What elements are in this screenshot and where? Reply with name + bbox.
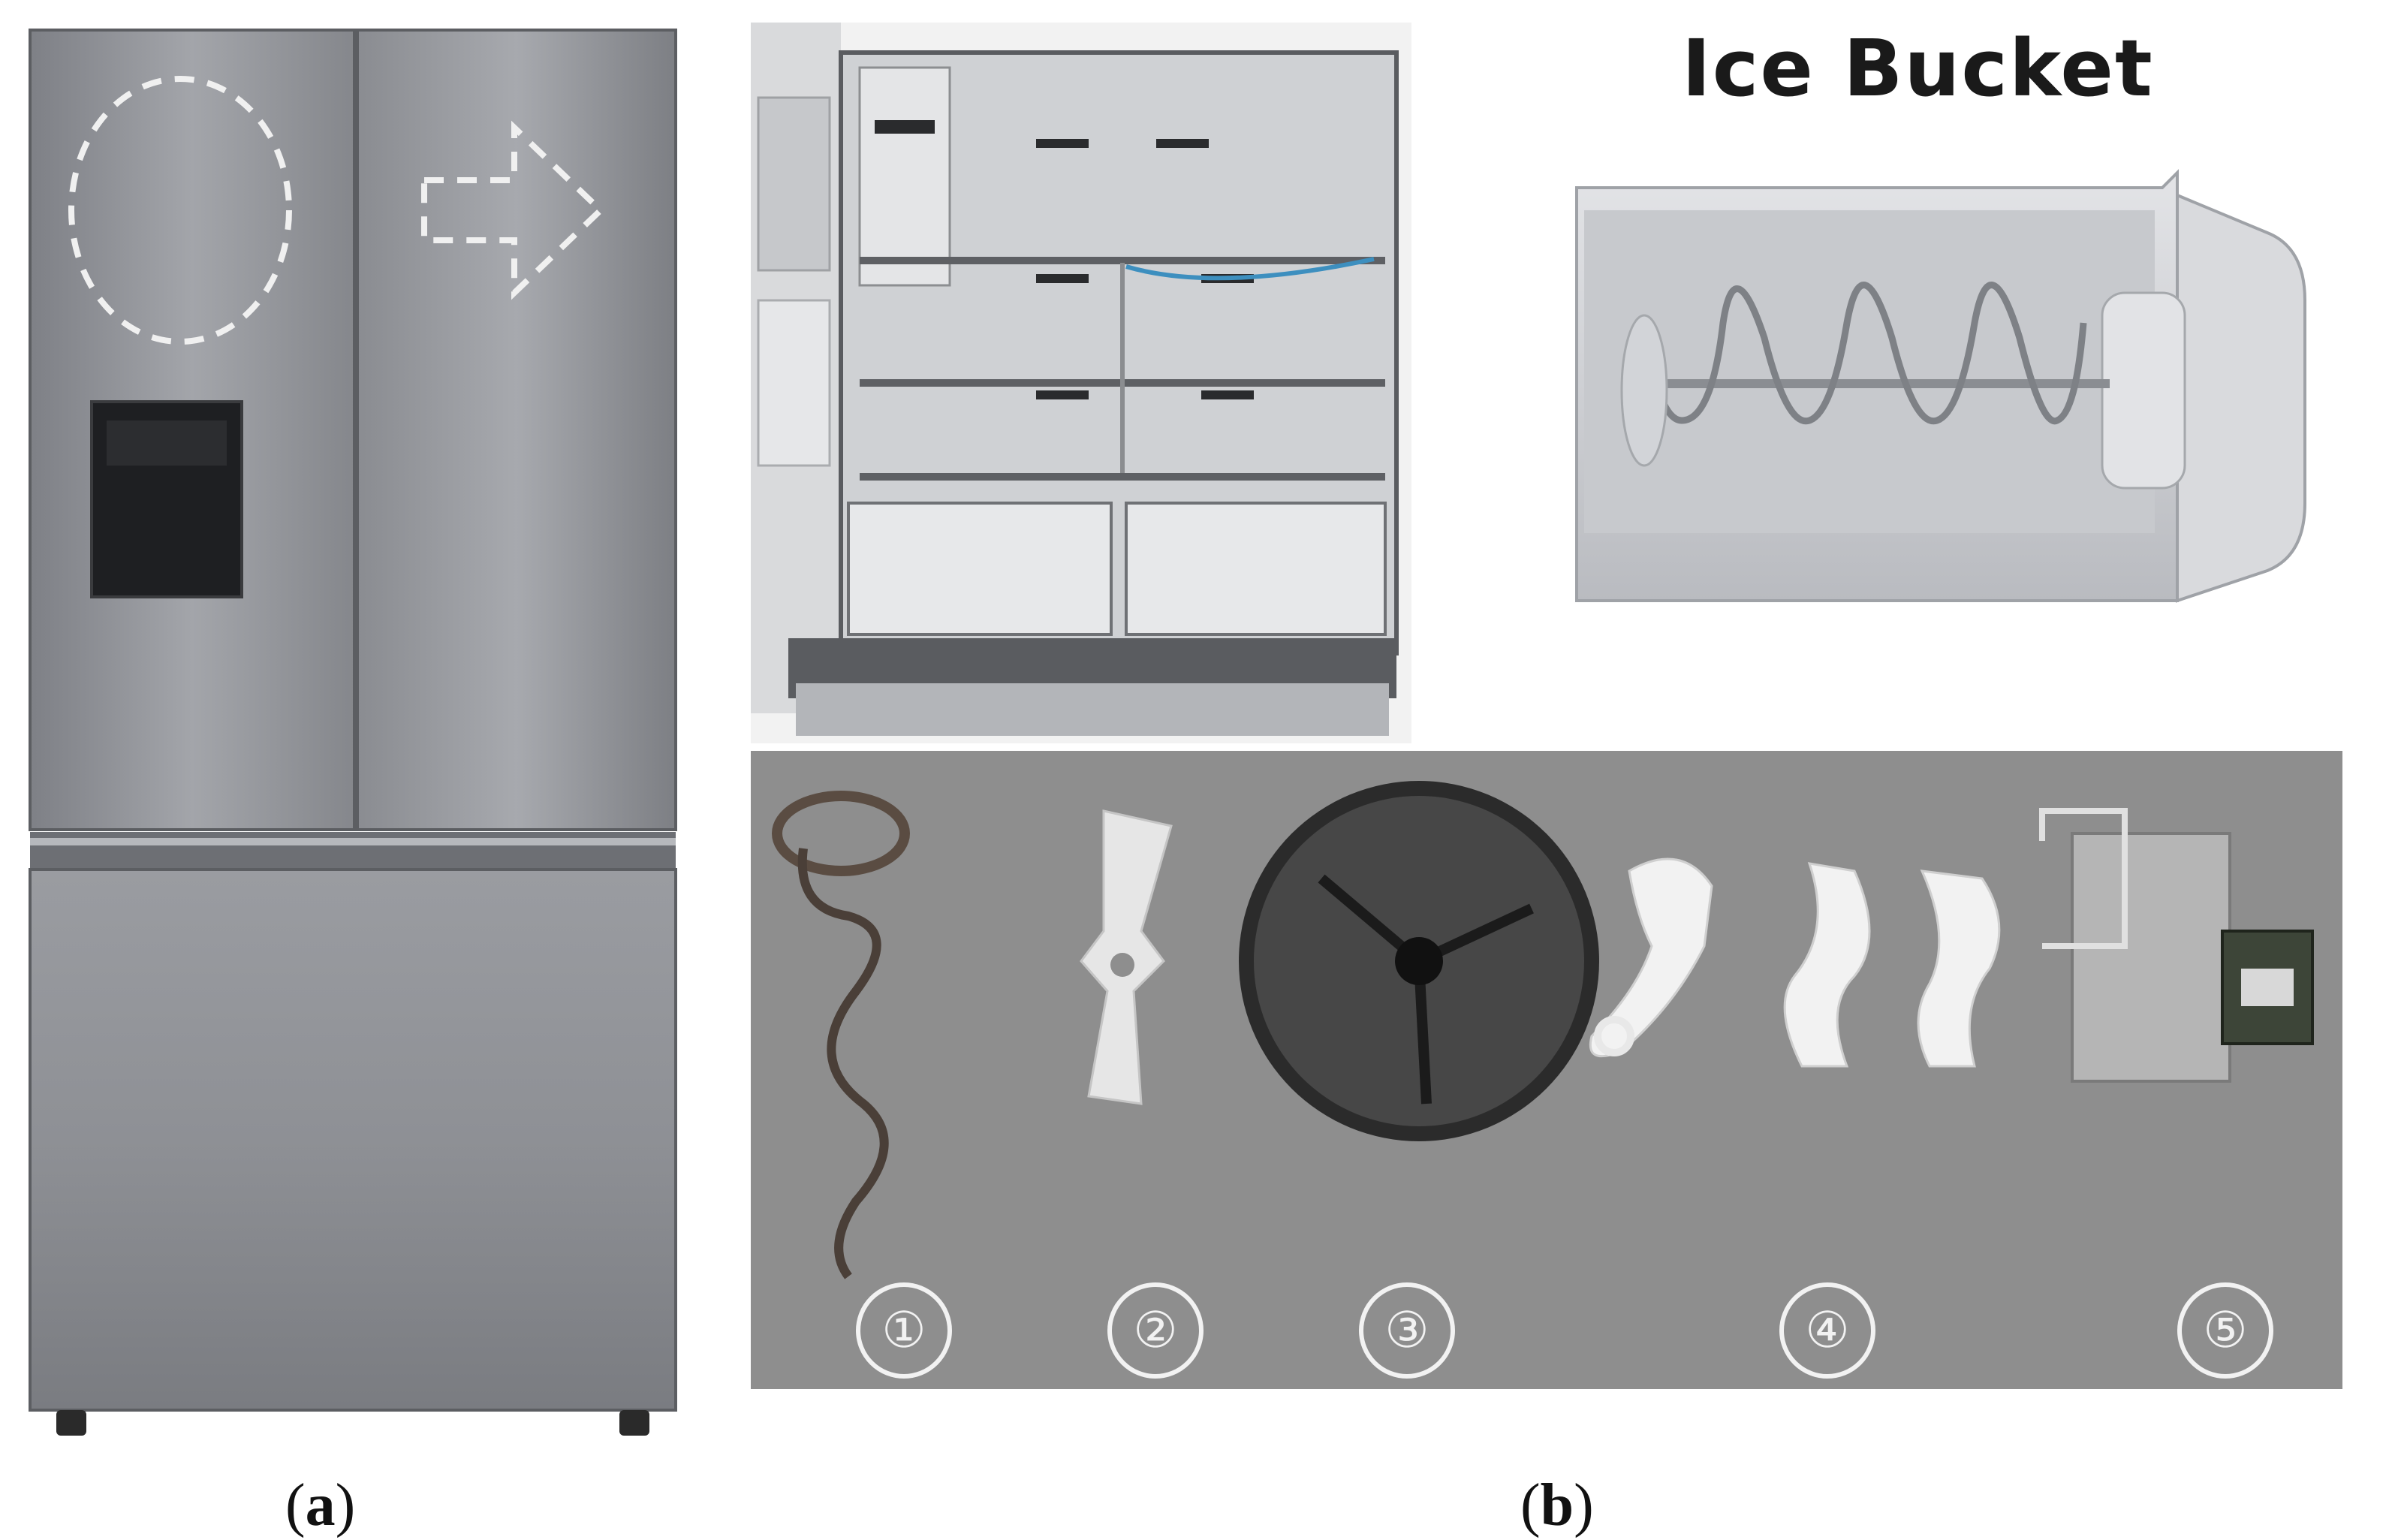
- ice-bucket-title: Ice Bucket: [1682, 23, 2154, 114]
- right-door: [356, 29, 677, 831]
- dashed-arrow-icon: [421, 120, 605, 300]
- part-label-5: ⑤: [2177, 1282, 2273, 1379]
- part-label-1: ①: [856, 1282, 952, 1379]
- ice-maker-parts-photo: ① ② ③ ④ ⑤: [751, 751, 2342, 1389]
- ice-bucket-figure: Ice Bucket: [1532, 23, 2357, 646]
- part-blade: [1080, 809, 1173, 1105]
- part-crusher-blades: [1589, 857, 2001, 1068]
- part-label-2: ②: [1107, 1282, 1204, 1379]
- ice-bucket-photo: [1575, 169, 2306, 603]
- caption-a: (a): [285, 1472, 356, 1538]
- part-label-3: ③: [1359, 1282, 1455, 1379]
- refrigerator-photo: [23, 23, 683, 1445]
- part-label-4: ④: [1779, 1282, 1875, 1379]
- part-motor-assembly: [2039, 808, 2314, 1083]
- caption-b: (b): [1520, 1472, 1594, 1538]
- dashed-circle-icon: [68, 76, 292, 345]
- fridge-interior-photo: [751, 23, 1411, 743]
- freezer-drawer: [29, 868, 677, 1412]
- part-drum: [1239, 781, 1599, 1141]
- drawer-handle: [30, 832, 676, 869]
- part-auger-spring: [772, 791, 910, 1279]
